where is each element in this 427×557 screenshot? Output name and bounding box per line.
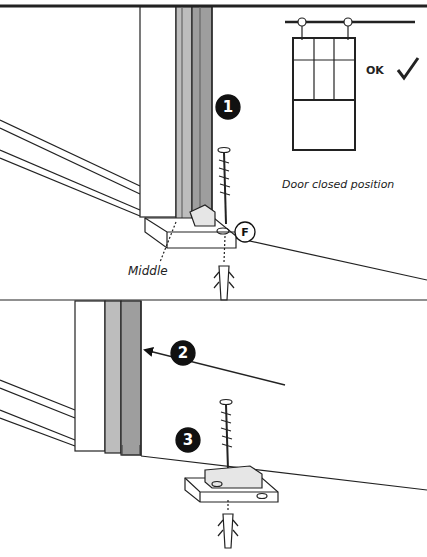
callout-text: 1 [223, 98, 233, 116]
callout-number: 1 [215, 94, 241, 120]
callout-number: 2 [170, 340, 196, 366]
ok-label: OK [366, 64, 384, 77]
callout-number: 3 [175, 427, 201, 453]
callout-text: 3 [183, 431, 193, 449]
callout-text: 2 [178, 344, 188, 362]
callout-text: F [241, 226, 249, 239]
middle-label: Middle [128, 264, 168, 278]
reference-letter: F [234, 221, 256, 243]
caption-label: Door closed position [282, 178, 394, 191]
